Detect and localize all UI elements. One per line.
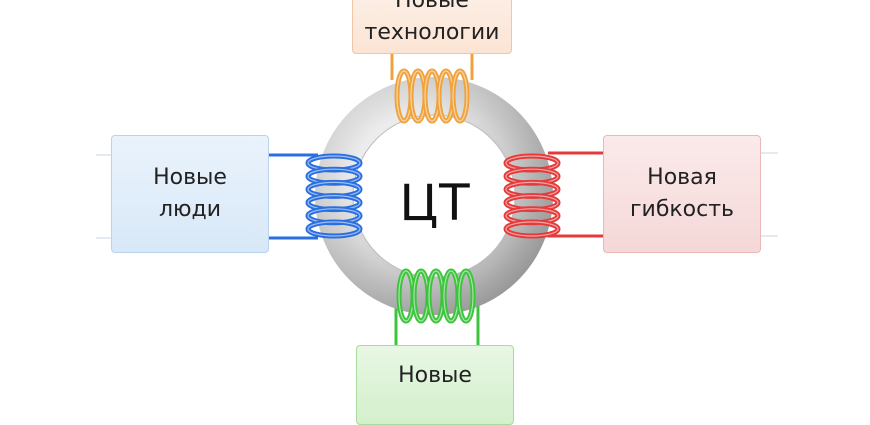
- faint-lines: [96, 152, 778, 239]
- coil-bottom-turn: [458, 270, 474, 322]
- node-bottom-line1: Новые: [398, 363, 472, 388]
- transformer-diagram: [96, 48, 778, 345]
- node-left-line1: Новые: [153, 165, 227, 190]
- node-top-line2: технологии: [364, 20, 500, 45]
- coil-top-turn: [452, 70, 468, 122]
- center-label: ЦТ: [399, 174, 471, 232]
- coil-top: [394, 68, 470, 124]
- node-new-flexibility: Новая гибкость: [603, 135, 761, 253]
- coil-left: [305, 153, 363, 239]
- coil-right-turn: [505, 221, 559, 237]
- node-new-technologies: Новые технологии: [352, 0, 512, 54]
- coil-bottom: [396, 268, 476, 324]
- coil-right: [503, 153, 561, 239]
- coil-left-turn: [307, 221, 361, 237]
- node-top-line1: Новые: [395, 0, 469, 13]
- node-new-bottom: Новые: [356, 345, 514, 425]
- node-right-line2: гибкость: [629, 197, 735, 222]
- node-left-line2: люди: [158, 197, 222, 222]
- node-new-people: Новые люди: [111, 135, 269, 253]
- node-right-line1: Новая: [647, 165, 717, 190]
